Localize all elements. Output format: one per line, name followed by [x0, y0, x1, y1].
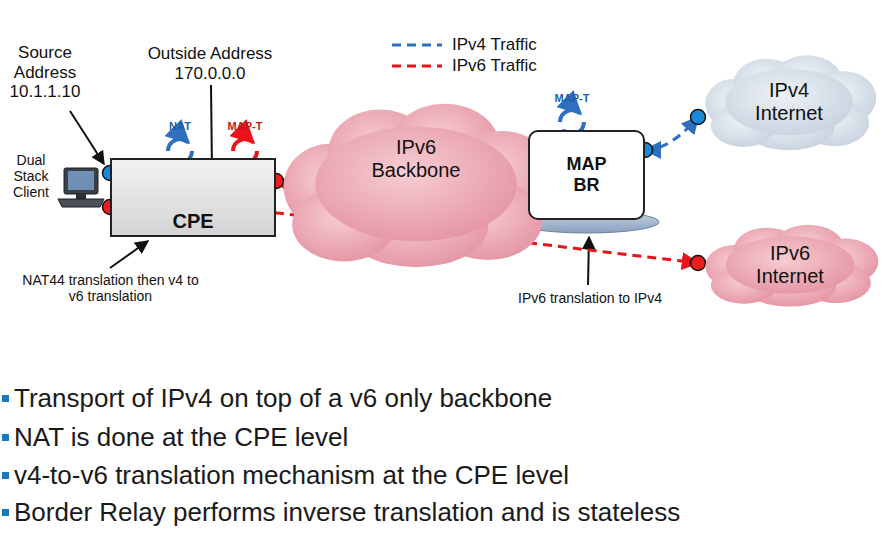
legend-text: IPv4 Traffic	[452, 35, 537, 55]
address-label: Source Address 10.1.1.10	[0, 43, 90, 102]
ipv4-internet-cloud: IPv4 Internet	[698, 52, 880, 152]
icon-label: MAP-T	[549, 92, 595, 105]
bullet	[2, 395, 9, 402]
cloud-lobe	[725, 69, 852, 136]
leader-line	[110, 241, 148, 268]
node-label: MAP BR	[557, 154, 617, 195]
icon-arc	[168, 139, 188, 151]
computer-icon	[58, 168, 104, 207]
node-label: CPE	[118, 210, 268, 233]
icon-label: NAT	[160, 120, 200, 133]
node-label: IPv4 Internet	[739, 79, 839, 125]
cloud-outline	[272, 98, 560, 270]
bullet-text: Transport of IPv4 on top of a v6 only ba…	[14, 384, 884, 414]
icon-arc	[233, 139, 253, 151]
leader-line	[588, 237, 589, 285]
cloud-lobe	[726, 236, 855, 293]
note: NAT44 translation then v4 to v6 translat…	[18, 272, 203, 304]
bullet-text: NAT is done at the CPE level	[14, 423, 884, 453]
cloud-body	[705, 55, 876, 150]
client-label: Dual Stack Client	[6, 152, 56, 200]
ipv6-internet-cloud: IPv6 Internet	[698, 222, 882, 308]
icon-label: MAP-T	[222, 120, 268, 133]
note: IPv6 translation to IPv4	[500, 290, 680, 306]
bullet-text: v4-to-v6 translation mechanism at the CP…	[14, 461, 884, 491]
legend-sample	[392, 65, 442, 68]
backbone-cloud: IPv6 Backbone	[272, 98, 560, 270]
cpe-box: CPE	[110, 158, 276, 237]
bullet	[2, 434, 9, 441]
legend-sample	[392, 44, 442, 47]
cloud-body	[284, 104, 555, 267]
node-label: IPv6 Backbone	[361, 136, 471, 182]
port-dot	[691, 110, 706, 125]
port-dot	[691, 256, 706, 271]
legend-text: IPv6 Traffic	[452, 56, 537, 76]
traffic-connector	[645, 117, 698, 150]
cloud-lobe	[315, 127, 517, 242]
border-relay-box: MAP BR	[528, 130, 645, 220]
icon-arc	[560, 110, 580, 122]
cloud-body	[705, 225, 878, 307]
bullet	[2, 472, 9, 479]
node-label: IPv6 Internet	[740, 242, 840, 288]
bullet-text: Border Relay performs inverse translatio…	[14, 498, 884, 528]
bullet	[2, 509, 9, 516]
leader-line	[70, 111, 104, 164]
address-label: Outside Address 170.0.0.0	[130, 44, 290, 83]
